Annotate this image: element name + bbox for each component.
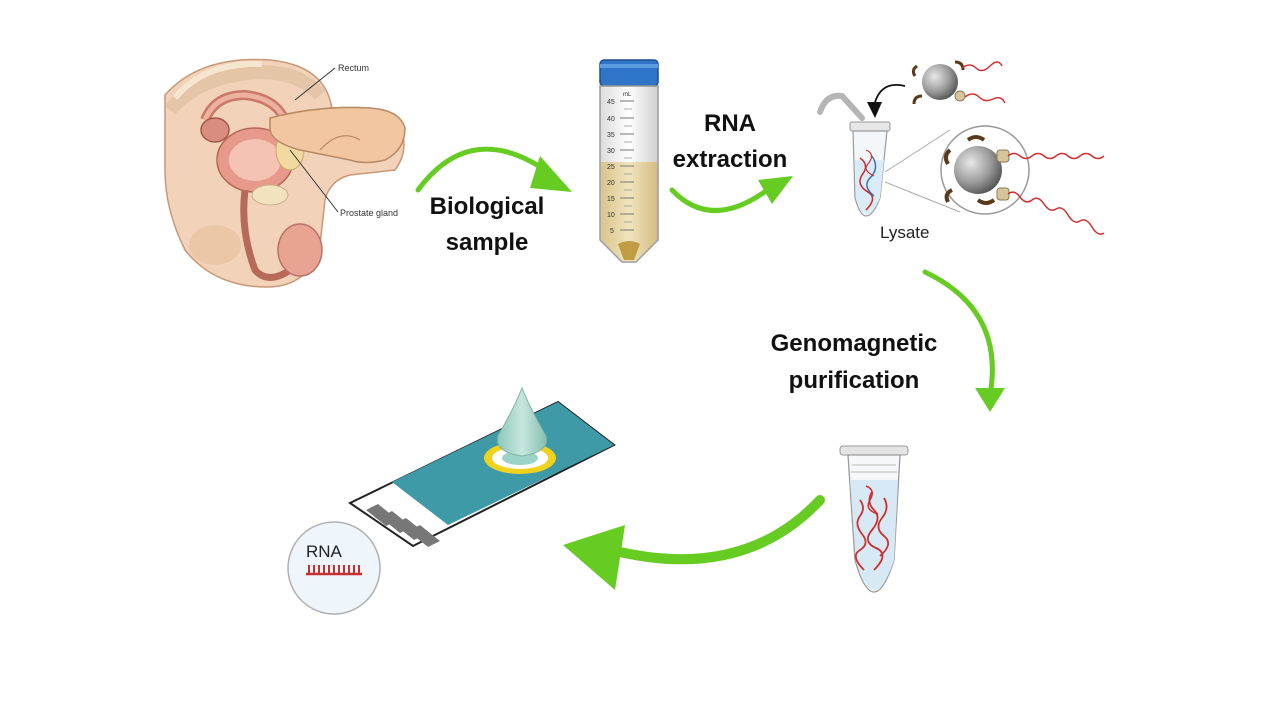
genomagnetic-purification-label-line1: Genomagnetic (771, 330, 938, 357)
strip-contact-pads (366, 504, 440, 547)
prostate-anatomy-illustration: Rectum Prostate gland (164, 58, 406, 288)
arrow-to-sample-tube (415, 146, 572, 193)
biosensor-strip (348, 400, 616, 548)
magnetic-bead-small (911, 60, 1006, 105)
tube-unit-label: mL (623, 92, 632, 98)
arrow-to-test-strip (563, 495, 825, 590)
arrow-to-purified-tube (922, 269, 1005, 412)
zoomed-bead-inset (884, 125, 1105, 235)
tube-tick-label: 40 (607, 116, 615, 123)
falcon-tube: mL 45 40 35 30 25 20 15 10 5 (599, 59, 659, 263)
tube-tick-label: 30 (607, 148, 615, 155)
rna-extraction-label-line2: extraction (673, 146, 788, 173)
prostate-gland-label: Prostate gland (340, 208, 398, 218)
sample-drop (497, 386, 547, 457)
tube-tick-label: 15 (607, 196, 615, 203)
rna-extraction-label-line1: RNA (704, 110, 756, 137)
genomagnetic-purification-label-line2: purification (789, 367, 920, 394)
lysate-eppendorf-tube (817, 92, 891, 217)
curved-pointer-arrow (867, 84, 906, 118)
tube-tick-label: 45 (607, 99, 615, 106)
arrow-to-lysate (669, 176, 793, 213)
lysate-label: Lysate (880, 223, 929, 242)
purified-rna-tube (839, 445, 909, 593)
biological-sample-label-line1: Biological (430, 193, 545, 220)
tube-tick-label: 20 (607, 180, 615, 187)
rna-inset-label: RNA (306, 542, 343, 561)
tube-tick-label: 10 (607, 212, 615, 219)
rna-detail-inset: RNA (287, 521, 381, 615)
biological-sample-label-line2: sample (446, 229, 529, 256)
tube-tick-label: 35 (607, 132, 615, 139)
rectum-label: Rectum (338, 63, 369, 73)
tube-tick-label: 5 (610, 228, 614, 235)
tube-tick-label: 25 (607, 164, 615, 171)
tube-graduations (620, 100, 634, 231)
